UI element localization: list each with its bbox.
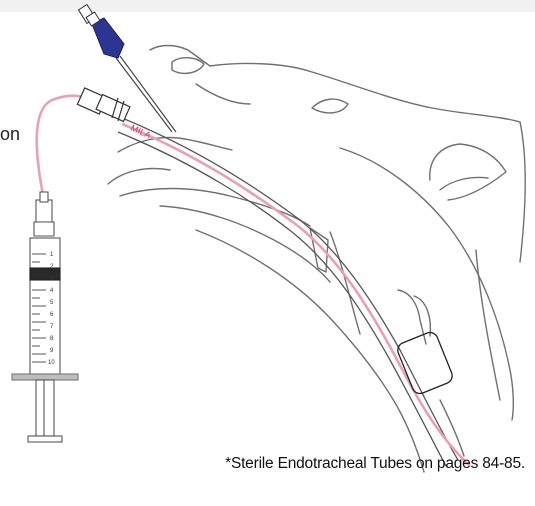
clipped-label: on <box>0 124 20 145</box>
stylet <box>116 56 176 132</box>
tube-connector <box>77 88 130 122</box>
animal-head-outline <box>108 46 525 473</box>
stylet-hub <box>79 5 124 58</box>
pilot-balloon-line <box>37 96 470 466</box>
syringe <box>12 192 78 442</box>
scale-number: 10 <box>48 360 55 366</box>
caption: *Sterile Endotracheal Tubes on pages 84-… <box>0 455 525 473</box>
